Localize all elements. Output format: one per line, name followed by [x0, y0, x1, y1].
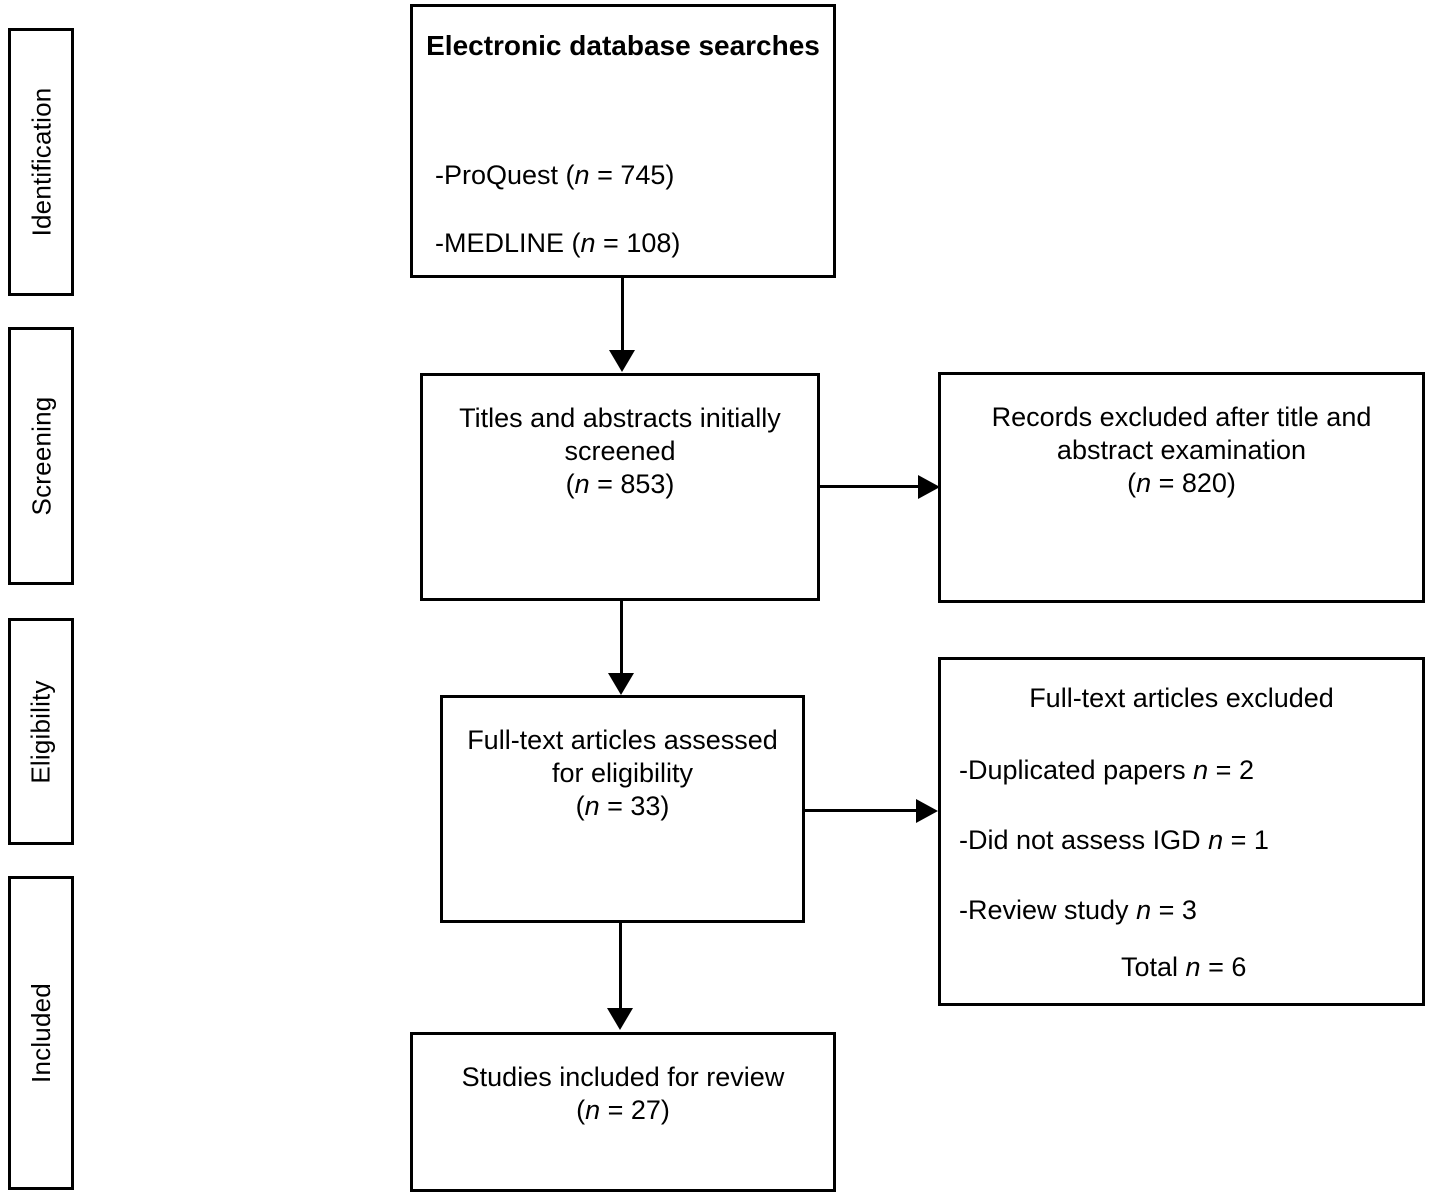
duplicated-n-symbol: n [1193, 755, 1209, 785]
box-included-line1: Studies included for review [461, 1062, 785, 1092]
box-fulltext-excluded-title: Full-text articles excluded [1029, 683, 1334, 713]
box-eligibility-count: (n = 33) [443, 790, 802, 823]
arrowhead-identification-to-screening [609, 350, 635, 372]
records-excluded-count-suffix: = 820) [1151, 468, 1236, 498]
fulltext-excluded-total: Total n = 6 [1121, 951, 1246, 984]
box-records-excluded-line2: abstract examination [1056, 435, 1307, 465]
box-identification-item-proquest: -ProQuest (n = 745) [435, 159, 674, 192]
box-screening: Titles and abstracts initially screened … [420, 373, 820, 601]
medline-label-prefix: -MEDLINE ( [435, 228, 581, 258]
proquest-label-prefix: -ProQuest ( [435, 160, 575, 190]
connector-eligibility-to-included [619, 923, 622, 1011]
records-excluded-count-n-symbol: n [1136, 468, 1152, 498]
box-records-excluded-count: (n = 820) [941, 467, 1422, 500]
duplicated-label-suffix: = 2 [1208, 755, 1254, 785]
total-label-suffix: = 6 [1200, 952, 1247, 982]
box-included: Studies included for review (n = 27) [410, 1032, 836, 1192]
arrowhead-screening-to-eligibility [608, 673, 634, 695]
box-eligibility: Full-text articles assessed for eligibil… [440, 695, 805, 923]
stage-box-identification: Identification [8, 28, 74, 296]
box-eligibility-line1: Full-text articles assessed [467, 725, 778, 755]
included-count-n-symbol: n [585, 1095, 601, 1125]
included-count-prefix: ( [576, 1095, 586, 1125]
total-label-prefix: Total [1121, 952, 1186, 982]
connector-screening-to-eligibility [620, 601, 623, 675]
box-screening-line2: screened [564, 436, 676, 466]
connector-eligibility-to-fulltext-excluded [805, 809, 920, 812]
eligibility-count-prefix: ( [575, 791, 585, 821]
box-identification-searches: Electronic database searches -ProQuest (… [410, 4, 836, 278]
eligibility-count-suffix: = 33) [599, 791, 670, 821]
arrowhead-screening-to-records-excluded [918, 475, 940, 499]
box-screening-line1: Titles and abstracts initially [459, 403, 781, 433]
box-identification-title: Electronic database searches [426, 30, 820, 61]
screening-count-n-symbol: n [574, 469, 590, 499]
records-excluded-count-prefix: ( [1127, 468, 1137, 498]
review-study-n-symbol: n [1136, 895, 1152, 925]
arrowhead-eligibility-to-included [607, 1008, 633, 1030]
connector-identification-to-screening [621, 278, 624, 352]
included-count-suffix: = 27) [600, 1095, 670, 1125]
arrowhead-eligibility-to-fulltext-excluded [916, 799, 938, 823]
no-igd-label-prefix: -Did not assess IGD [959, 825, 1209, 855]
screening-count-suffix: = 853) [589, 469, 675, 499]
medline-label-suffix: = 108) [595, 228, 681, 258]
fulltext-excluded-item-no-igd: -Did not assess IGD n = 1 [959, 824, 1269, 857]
review-study-label-suffix: = 3 [1151, 895, 1197, 925]
stage-box-screening: Screening [8, 327, 74, 585]
eligibility-count-n-symbol: n [584, 791, 600, 821]
fulltext-excluded-item-review-study: -Review study n = 3 [959, 894, 1197, 927]
medline-n-symbol: n [580, 228, 596, 258]
no-igd-n-symbol: n [1208, 825, 1224, 855]
box-records-excluded: Records excluded after title and abstrac… [938, 372, 1425, 603]
proquest-n-symbol: n [574, 160, 590, 190]
stage-label-eligibility: Eligibility [26, 679, 56, 784]
no-igd-label-suffix: = 1 [1223, 825, 1269, 855]
stage-label-included: Included [26, 983, 56, 1083]
fulltext-excluded-item-duplicated: -Duplicated papers n = 2 [959, 754, 1254, 787]
box-fulltext-excluded: Full-text articles excluded -Duplicated … [938, 657, 1425, 1006]
review-study-label-prefix: -Review study [959, 895, 1137, 925]
box-records-excluded-line1: Records excluded after title and [991, 402, 1372, 432]
stage-label-screening: Screening [26, 396, 57, 516]
total-n-symbol: n [1185, 952, 1201, 982]
screening-count-prefix: ( [565, 469, 575, 499]
duplicated-label-prefix: -Duplicated papers [959, 755, 1194, 785]
box-identification-item-medline: -MEDLINE (n = 108) [435, 227, 680, 260]
box-included-count: (n = 27) [413, 1094, 833, 1127]
proquest-label-suffix: = 745) [589, 160, 675, 190]
box-eligibility-line2: for eligibility [551, 758, 694, 788]
stage-box-included: Included [8, 876, 74, 1190]
box-screening-count: (n = 853) [423, 468, 817, 501]
stage-label-identification: Identification [26, 87, 57, 237]
stage-box-eligibility: Eligibility [8, 618, 74, 845]
connector-screening-to-records-excluded [820, 485, 922, 488]
